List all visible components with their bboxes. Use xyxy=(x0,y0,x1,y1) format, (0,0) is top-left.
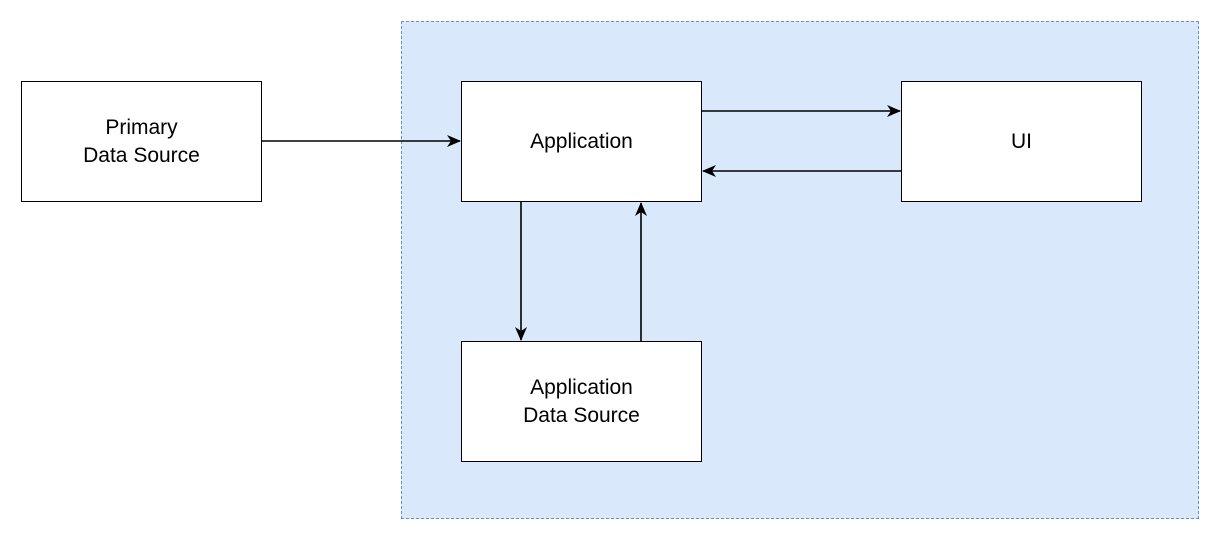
application-data-source-node[interactable]: Application Data Source xyxy=(461,341,702,462)
application-node[interactable]: Application xyxy=(461,81,702,202)
ui-node[interactable]: UI xyxy=(901,81,1142,202)
application-data-source-label: Application Data Source xyxy=(523,375,640,427)
application-label: Application xyxy=(530,129,633,153)
primary-data-source-label: Primary Data Source xyxy=(83,115,200,167)
ui-label: UI xyxy=(1011,129,1032,153)
primary-data-source-node[interactable]: Primary Data Source xyxy=(21,81,262,202)
